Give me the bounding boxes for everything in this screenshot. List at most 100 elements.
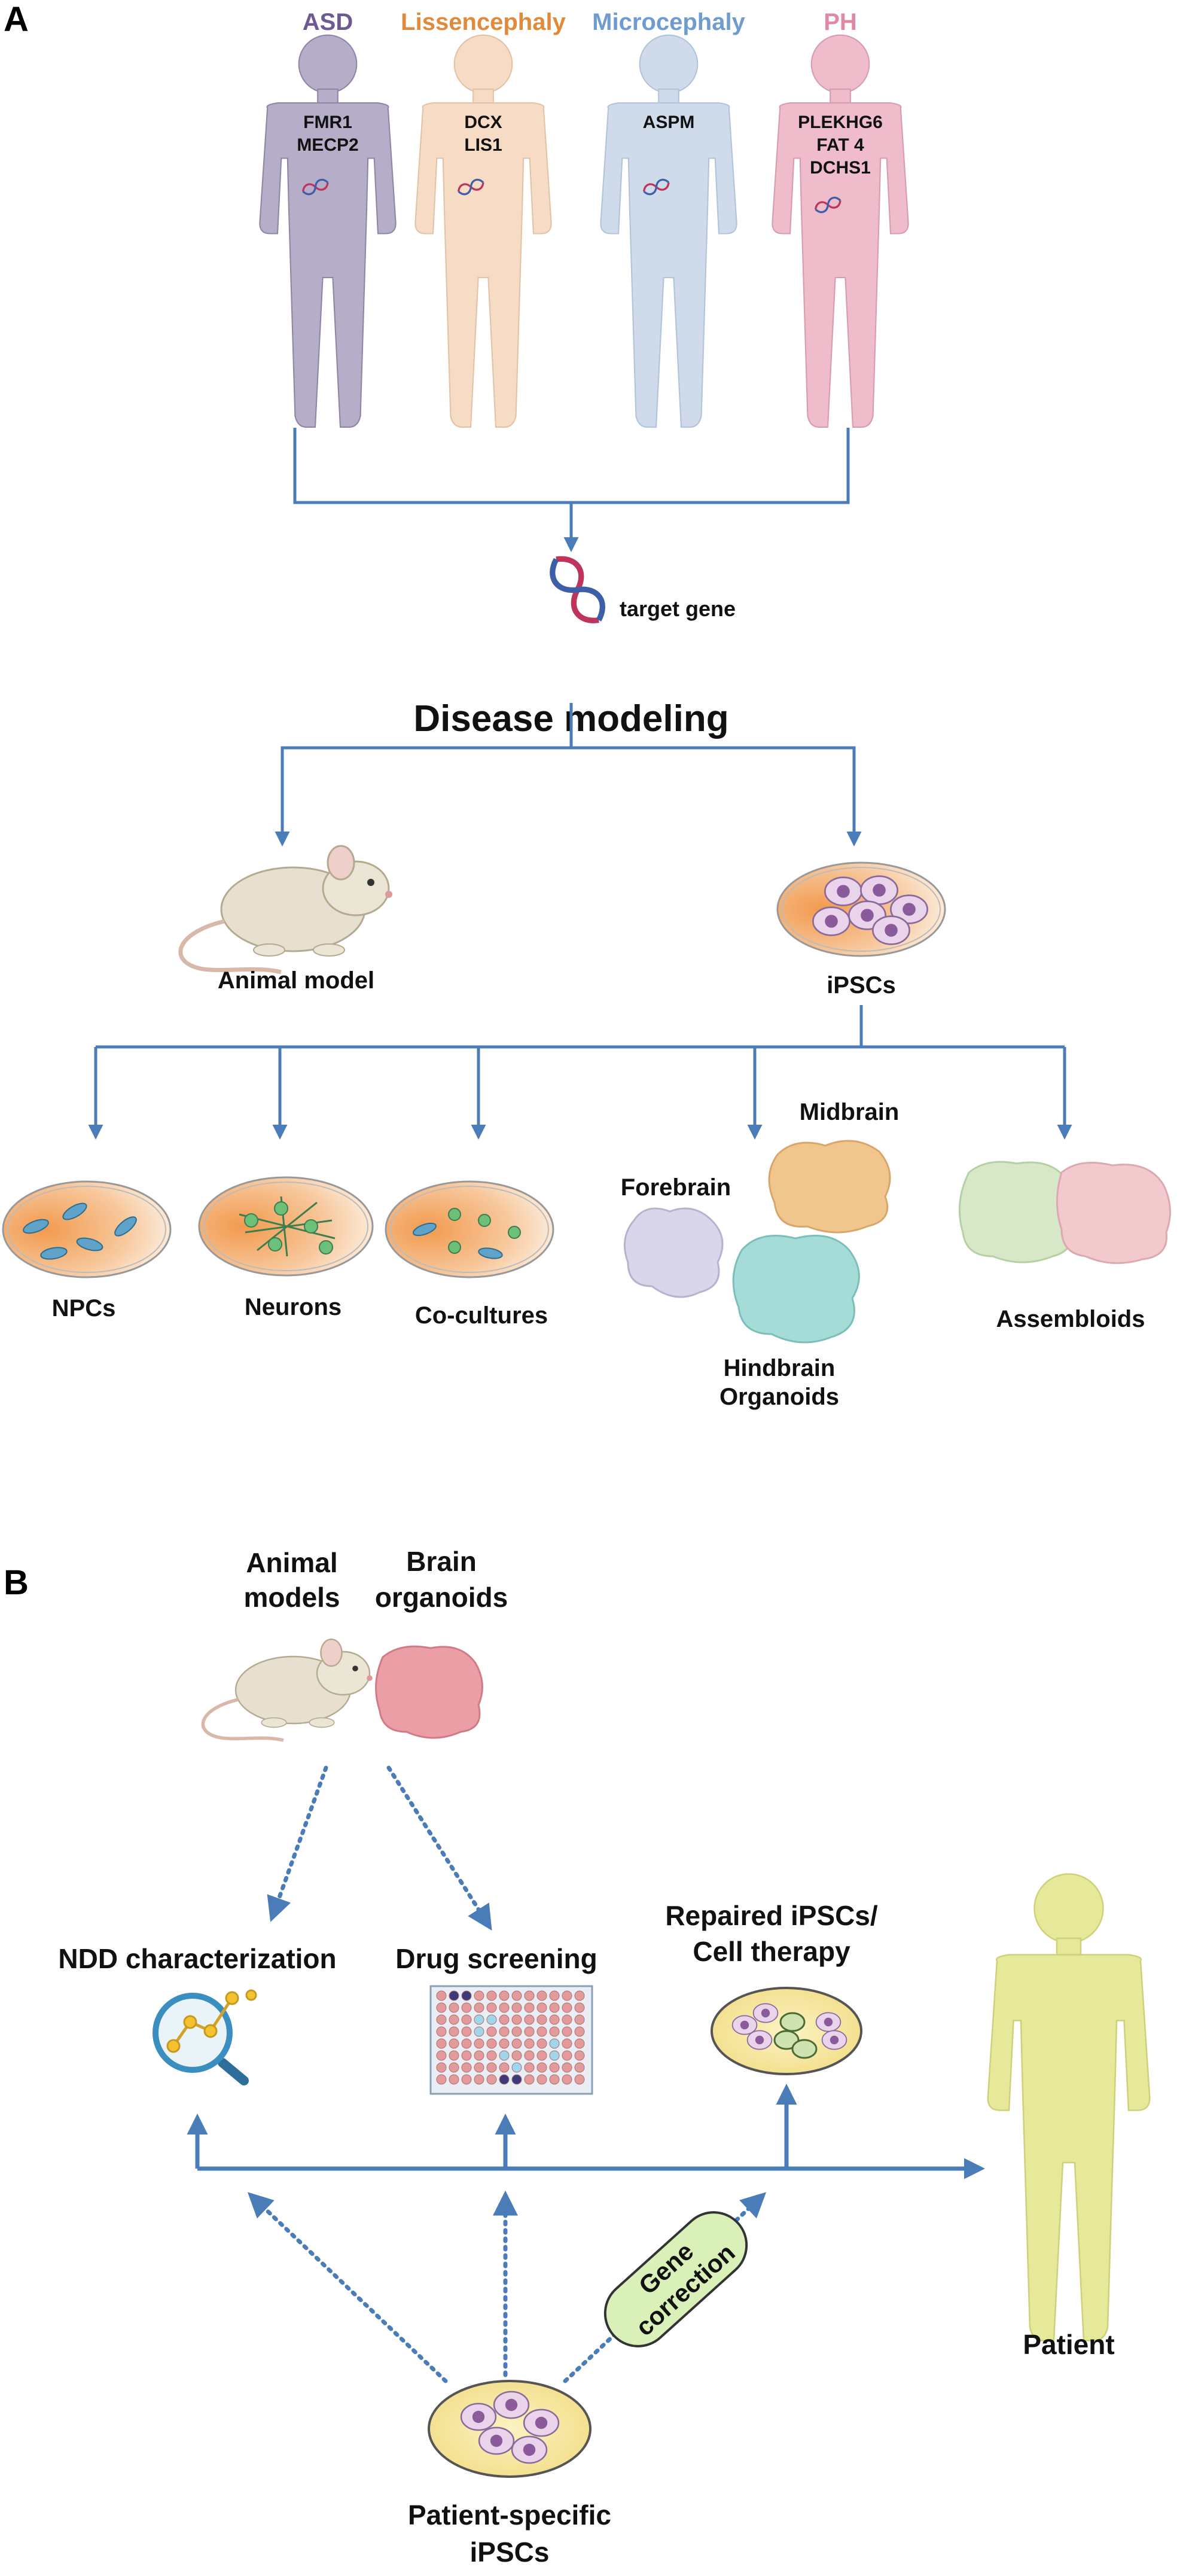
petri-dish-npcs (2, 1180, 172, 1278)
model-dotted-arrows (267, 1765, 492, 1931)
patient-ipscs-label-line2: iPSCs (470, 2537, 550, 2568)
plate-well (461, 2074, 472, 2085)
disorder-label-microcephaly: Microcephaly (592, 9, 745, 35)
well-plate-icon (429, 1985, 593, 2095)
plate-well (461, 2014, 472, 2025)
plate-well (511, 2074, 522, 2085)
plate-well (474, 2074, 484, 2085)
plate-well (436, 2074, 447, 2085)
plate-well (562, 2026, 572, 2037)
organoids-label: Organoids (719, 1384, 839, 1410)
midbrain-organoid (768, 1140, 891, 1234)
plate-well (511, 2002, 522, 2013)
gene-fat4: FAT 4 (816, 135, 864, 155)
plate-well (574, 2002, 585, 2013)
plate-well (574, 2026, 585, 2037)
drug-screening-label: Drug screening (395, 1943, 597, 1974)
plate-well (449, 2038, 459, 2049)
human-figure-lissencephaly (414, 34, 552, 428)
assembloids-label: Assembloids (996, 1306, 1145, 1332)
plate-well (436, 1990, 447, 2001)
plate-well (499, 2062, 510, 2073)
petri-dish-ipscs (776, 861, 946, 957)
dna-icon-target (545, 552, 610, 628)
gene-dcx: DCX (464, 112, 502, 132)
plate-well (536, 2026, 547, 2037)
plate-well (486, 2050, 497, 2061)
plate-well (449, 2002, 459, 2013)
plate-well (536, 2014, 547, 2025)
forebrain-label: Forebrain (621, 1174, 731, 1201)
plate-well (524, 2026, 535, 2037)
panel-a-letter: A (4, 0, 29, 39)
plate-well (511, 2038, 522, 2049)
plate-well (499, 2026, 510, 2037)
plate-well (524, 2002, 535, 2013)
plate-well (449, 2062, 459, 2073)
plate-well (562, 2002, 572, 2013)
plate-well (499, 2014, 510, 2025)
repaired-ipscs-label-line1: Repaired iPSCs/ (665, 1900, 878, 1931)
plate-well (436, 2026, 447, 2037)
plate-well (562, 2074, 572, 2085)
gene-correction-pill: Gene correction (603, 2211, 748, 2347)
gene-aspm: ASPM (643, 112, 695, 132)
plate-well (549, 2038, 560, 2049)
plate-well (524, 2050, 535, 2061)
plate-well (574, 2014, 585, 2025)
plate-well (562, 1990, 572, 2001)
plate-well (524, 2038, 535, 2049)
plate-well (436, 2014, 447, 2025)
plate-well (486, 2038, 497, 2049)
human-figure-asd (259, 34, 397, 428)
plate-well (461, 2050, 472, 2061)
brain-organoid-icon-panel-b (375, 1645, 483, 1739)
ipscs-label: iPSCs (827, 972, 896, 998)
ndd-characterization-label: NDD characterization (58, 1943, 336, 1974)
plate-well (474, 2026, 484, 2037)
plate-well (549, 2074, 560, 2085)
animal-models-label-line2: models (243, 1582, 340, 1613)
plate-well (549, 2062, 560, 2073)
gene-lis1: LIS1 (464, 135, 502, 155)
brain-organoids-label-line2: organoids (375, 1582, 508, 1613)
plate-well (486, 2002, 497, 2013)
plate-well (511, 2050, 522, 2061)
plate-well (549, 2002, 560, 2013)
plate-well (449, 2050, 459, 2061)
plate-well (474, 2062, 484, 2073)
plate-well (449, 2014, 459, 2025)
plate-well (511, 2026, 522, 2037)
plate-well (562, 2062, 572, 2073)
plate-well (536, 2038, 547, 2049)
patient-ipscs-label-line1: Patient-specific (408, 2499, 611, 2531)
hindbrain-organoid (732, 1235, 860, 1344)
plate-well (461, 1990, 472, 2001)
plate-well (474, 2014, 484, 2025)
mouse-icon-panel-b (203, 1639, 372, 1740)
plate-well (474, 1990, 484, 2001)
plate-well (449, 2074, 459, 2085)
plate-well (574, 2062, 585, 2073)
plate-well (574, 2038, 585, 2049)
brain-organoids-label-line1: Brain (406, 1546, 477, 1577)
plate-well (436, 2002, 447, 2013)
disease-modeling-split (275, 703, 862, 847)
gene-dchs1: DCHS1 (810, 158, 871, 178)
plate-well (474, 2050, 484, 2061)
plate-well (549, 2050, 560, 2061)
plate-well (499, 2038, 510, 2049)
plate-well (511, 2062, 522, 2073)
plate-well (574, 2050, 585, 2061)
plate-well (524, 2014, 535, 2025)
plate-well (499, 2074, 510, 2085)
plate-well (449, 1990, 459, 2001)
plate-well (486, 2062, 497, 2073)
plate-well (436, 2050, 447, 2061)
plate-well (499, 1990, 510, 2001)
plate-well (511, 1990, 522, 2001)
plate-well (549, 2026, 560, 2037)
cocultures-label: Co-cultures (415, 1302, 548, 1329)
plate-well (486, 2014, 497, 2025)
